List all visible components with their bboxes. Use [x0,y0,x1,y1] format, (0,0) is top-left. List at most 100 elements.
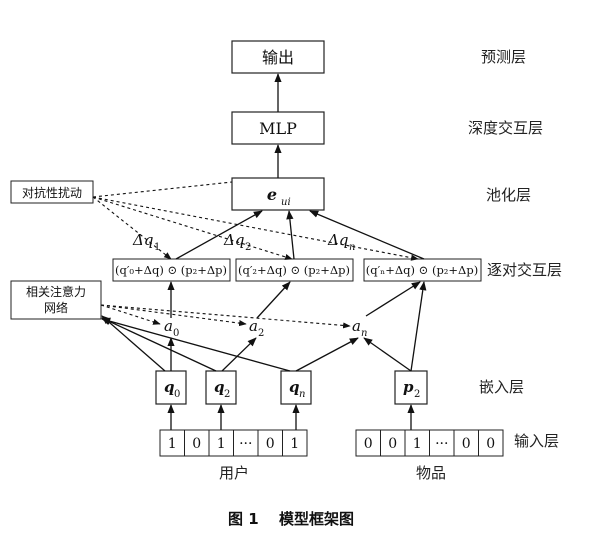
qn-to-an-arrow [295,337,359,372]
mlp-box: MLP [231,111,325,145]
user-vector-cell-value: 1 [168,436,177,452]
output-label: 输出 [262,48,294,67]
svg-text:Δq: Δq [327,231,348,249]
pooling-sub-label: ui [281,197,291,208]
user-vector-cell: 1 [282,429,308,457]
perturbation-label-n: Δq n [327,231,355,253]
layer-label-embedding: 嵌入层 [479,378,524,396]
user-vector-cell: 1 [159,429,185,457]
user-vector-cell: 1 [208,429,234,457]
svg-text:0: 0 [173,328,179,339]
output-box: 输出 [231,40,325,74]
q2-to-a2-arrow [221,337,257,372]
user-vector-cell: 0 [184,429,210,457]
q2-to-att-arrow [101,317,217,372]
interaction-formula-n: (q′ₙ+Δq) ⊙ (p₂+Δp) [366,263,478,277]
att-to-an-dashed-arrow [100,304,351,329]
svg-text:Δq: Δq [223,231,244,249]
layer-label-pairwise-interaction: 逐对交互层 [487,261,562,279]
user-vector-cell: ··· [233,429,259,457]
user-vector-cell: 0 [257,429,283,457]
svg-text:n: n [299,389,305,400]
svg-text:a: a [249,317,258,335]
att-to-a2-dashed-arrow [100,304,247,327]
a2-to-int2-arrow [256,281,291,319]
user-vector-cell-value: 1 [217,436,226,452]
svg-text:0: 0 [174,389,180,400]
interaction-formula-0: (q′₀+Δq) ⊙ (p₂+Δp) [115,263,227,277]
embedding-qn: q n [280,370,312,405]
perturbation-label-2: Δq 2 [223,231,251,253]
adv-to-int0-dashed-arrow [92,196,172,260]
svg-text:p: p [403,378,414,396]
interaction-box-2: (q′₂+Δq) ⊙ (p₂+Δp) [235,258,354,282]
adv-to-int2-dashed-arrow [92,196,293,260]
p2-to-an-arrow [363,337,412,372]
mlp-label: MLP [259,119,297,138]
item-vector-cell: 0 [478,429,504,457]
svg-text:n: n [361,328,367,339]
adversarial-box: 对抗性扰动 [10,180,94,204]
figure-title: 模型框架图 [279,510,354,528]
svg-text:q: q [164,378,175,396]
svg-text:2: 2 [224,389,230,400]
attention-network-box: 相关注意力 网络 [10,280,102,320]
figure-number: 图 1 [228,510,259,528]
attention-weight-a2: a 2 [249,317,264,339]
svg-text:2: 2 [414,389,420,400]
attention-weight-an: a n [352,317,367,339]
svg-text:a: a [352,317,361,335]
pooling-box: e ui [231,177,325,211]
interaction-box-n: (q′ₙ+Δq) ⊙ (p₂+Δp) [363,258,482,282]
item-vector-cell: 0 [355,429,381,457]
layer-label-deep-interaction: 深度交互层 [468,119,543,137]
an-to-intn-arrow [365,281,421,317]
item-vector-cell-value: 0 [462,436,471,452]
int2-to-pool-arrow [286,210,295,260]
embedding-q0: q 0 [155,370,187,405]
item-vector-cell-value: 1 [413,436,422,452]
item-vector-cell-value: ··· [435,436,448,452]
item-vector-cell: ··· [429,429,455,457]
layer-label-input: 输入层 [514,432,559,450]
item-vector-cell: 0 [380,429,406,457]
embedding-q2: q 2 [205,370,237,405]
svg-text:q: q [289,378,300,396]
interaction-box-0: (q′₀+Δq) ⊙ (p₂+Δp) [112,258,231,282]
svg-text:2: 2 [245,242,251,253]
attention-weight-a0: a 0 [164,317,179,339]
adversarial-label: 对抗性扰动 [22,185,82,200]
item-vector-cell: 1 [404,429,430,457]
qn-to-att-arrow [101,317,291,372]
svg-text:Δq: Δq [132,231,153,249]
svg-text:n: n [349,242,355,253]
embedding-p2: p 2 [394,370,428,405]
user-vector-cell-value: 1 [290,436,299,452]
svg-text:q: q [214,378,225,396]
item-vector-cell-value: 0 [388,436,397,452]
item-vector-cell-value: 0 [486,436,495,452]
user-vector-cell-value: ··· [239,436,252,452]
perturbation-label-1: Δq 1 [132,231,160,253]
user-vector-cell-value: 0 [266,436,275,452]
item-label: 物品 [416,464,446,482]
intn-to-pool-arrow [309,210,425,260]
p2-to-intn-arrow [410,281,427,372]
user-vector-cell-value: 0 [192,436,201,452]
pooling-main-label: e [267,185,277,204]
svg-text:1: 1 [154,242,160,253]
item-vector-cell-value: 0 [364,436,373,452]
attention-label-line2: 网络 [44,300,68,315]
item-vector-cell: 0 [453,429,479,457]
q0-to-att-arrow [101,315,166,372]
adv-to-pool-dashed-line [92,181,233,198]
att-to-a0-dashed-arrow [100,304,161,325]
adv-to-intn-dashed-arrow [92,196,419,261]
interaction-formula-2: (q′₂+Δq) ⊙ (p₂+Δp) [238,263,350,277]
int0-to-pool-arrow [175,210,263,260]
user-label: 用户 [219,464,249,482]
svg-text:2: 2 [258,328,264,339]
